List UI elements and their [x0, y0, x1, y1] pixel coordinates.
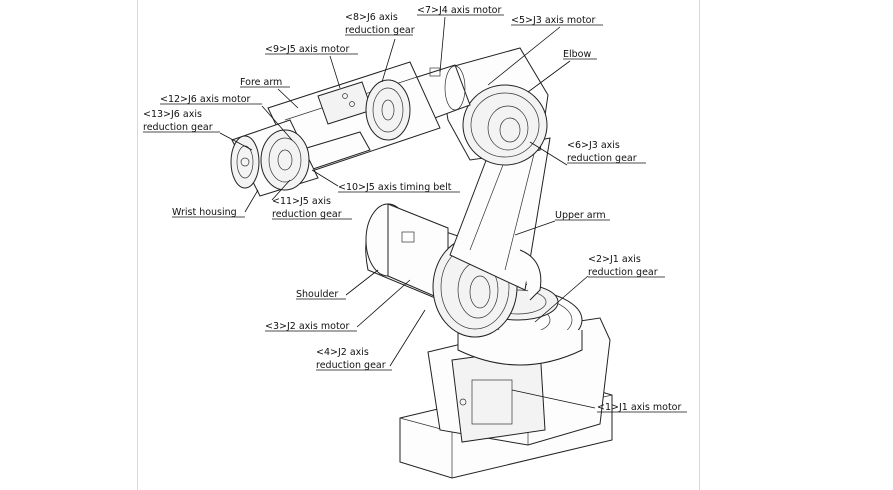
label-j5-motor: <9>J5 axis motor	[265, 44, 358, 55]
label-j6-motor-text: <12>J6 axis motor	[160, 94, 251, 105]
label-j6-motor: <12>J6 axis motor	[160, 94, 262, 105]
label-j5-gear-line1: <11>J5 axis	[272, 196, 331, 207]
label-j3-motor: <5>J3 axis motor	[511, 15, 603, 26]
label-j6-reduction-gear-8: <8>J6 axis reduction gear	[345, 12, 415, 36]
elbow-assembly	[439, 47, 549, 166]
wrist-housing	[230, 119, 319, 197]
label-fore-arm: Fore arm	[240, 77, 290, 88]
j1-reduction-gear-assembly	[457, 283, 583, 366]
fore-arm	[267, 61, 441, 176]
leader-lines	[219, 16, 596, 409]
label-j2-reduction-gear: <4>J2 axis reduction gear	[316, 347, 392, 371]
label-j6-gear-13-line2: reduction gear	[143, 122, 213, 133]
label-j6-gear-8-line1: <8>J6 axis	[345, 12, 398, 23]
label-j2-motor: <3>J2 axis motor	[265, 321, 357, 332]
shoulder-assembly	[365, 203, 518, 338]
label-shoulder-text: Shoulder	[296, 289, 338, 300]
label-j1-gear-line1: <2>J1 axis	[588, 254, 641, 265]
label-j5-gear-line2: reduction gear	[272, 209, 342, 220]
right-border-line	[699, 0, 700, 490]
label-j2-motor-text: <3>J2 axis motor	[265, 321, 349, 332]
label-j2-gear-line1: <4>J2 axis	[316, 347, 369, 358]
label-j2-gear-line2: reduction gear	[316, 360, 386, 371]
label-j4-motor: <7>J4 axis motor	[417, 5, 504, 16]
label-j5-timing-belt-text: <10>J5 axis timing belt	[338, 182, 452, 193]
label-elbow-text: Elbow	[563, 49, 591, 60]
label-j6-reduction-gear-13: <13>J6 axis reduction gear	[143, 109, 220, 133]
label-j6-gear-13-line1: <13>J6 axis	[143, 109, 202, 120]
label-shoulder: Shoulder	[296, 289, 346, 300]
label-j5-motor-text: <9>J5 axis motor	[265, 44, 349, 55]
label-j6-gear-8-line2: reduction gear	[345, 25, 415, 36]
left-border-line	[137, 0, 138, 490]
label-j1-reduction-gear: <2>J1 axis reduction gear	[588, 254, 665, 278]
label-j1-motor: <1>J1 axis motor	[597, 402, 687, 413]
label-elbow: Elbow	[563, 49, 597, 60]
label-j3-gear-line2: reduction gear	[567, 153, 637, 164]
label-j1-motor-text: <1>J1 axis motor	[597, 402, 681, 413]
label-j3-motor-text: <5>J3 axis motor	[511, 15, 595, 26]
label-wrist-housing: Wrist housing	[172, 207, 245, 218]
upper-arm	[449, 137, 551, 301]
label-j3-gear-line1: <6>J3 axis	[567, 140, 620, 151]
label-wrist-housing-text: Wrist housing	[172, 207, 237, 218]
label-upper-arm-text: Upper arm	[555, 210, 606, 221]
label-j5-timing-belt: <10>J5 axis timing belt	[338, 182, 460, 193]
label-upper-arm: Upper arm	[555, 210, 610, 221]
label-j3-reduction-gear: <6>J3 axis reduction gear	[567, 140, 646, 164]
label-j1-gear-line2: reduction gear	[588, 267, 658, 278]
label-j4-motor-text: <7>J4 axis motor	[417, 5, 501, 16]
label-j5-reduction-gear: <11>J5 axis reduction gear	[272, 196, 352, 220]
label-fore-arm-text: Fore arm	[240, 77, 282, 88]
